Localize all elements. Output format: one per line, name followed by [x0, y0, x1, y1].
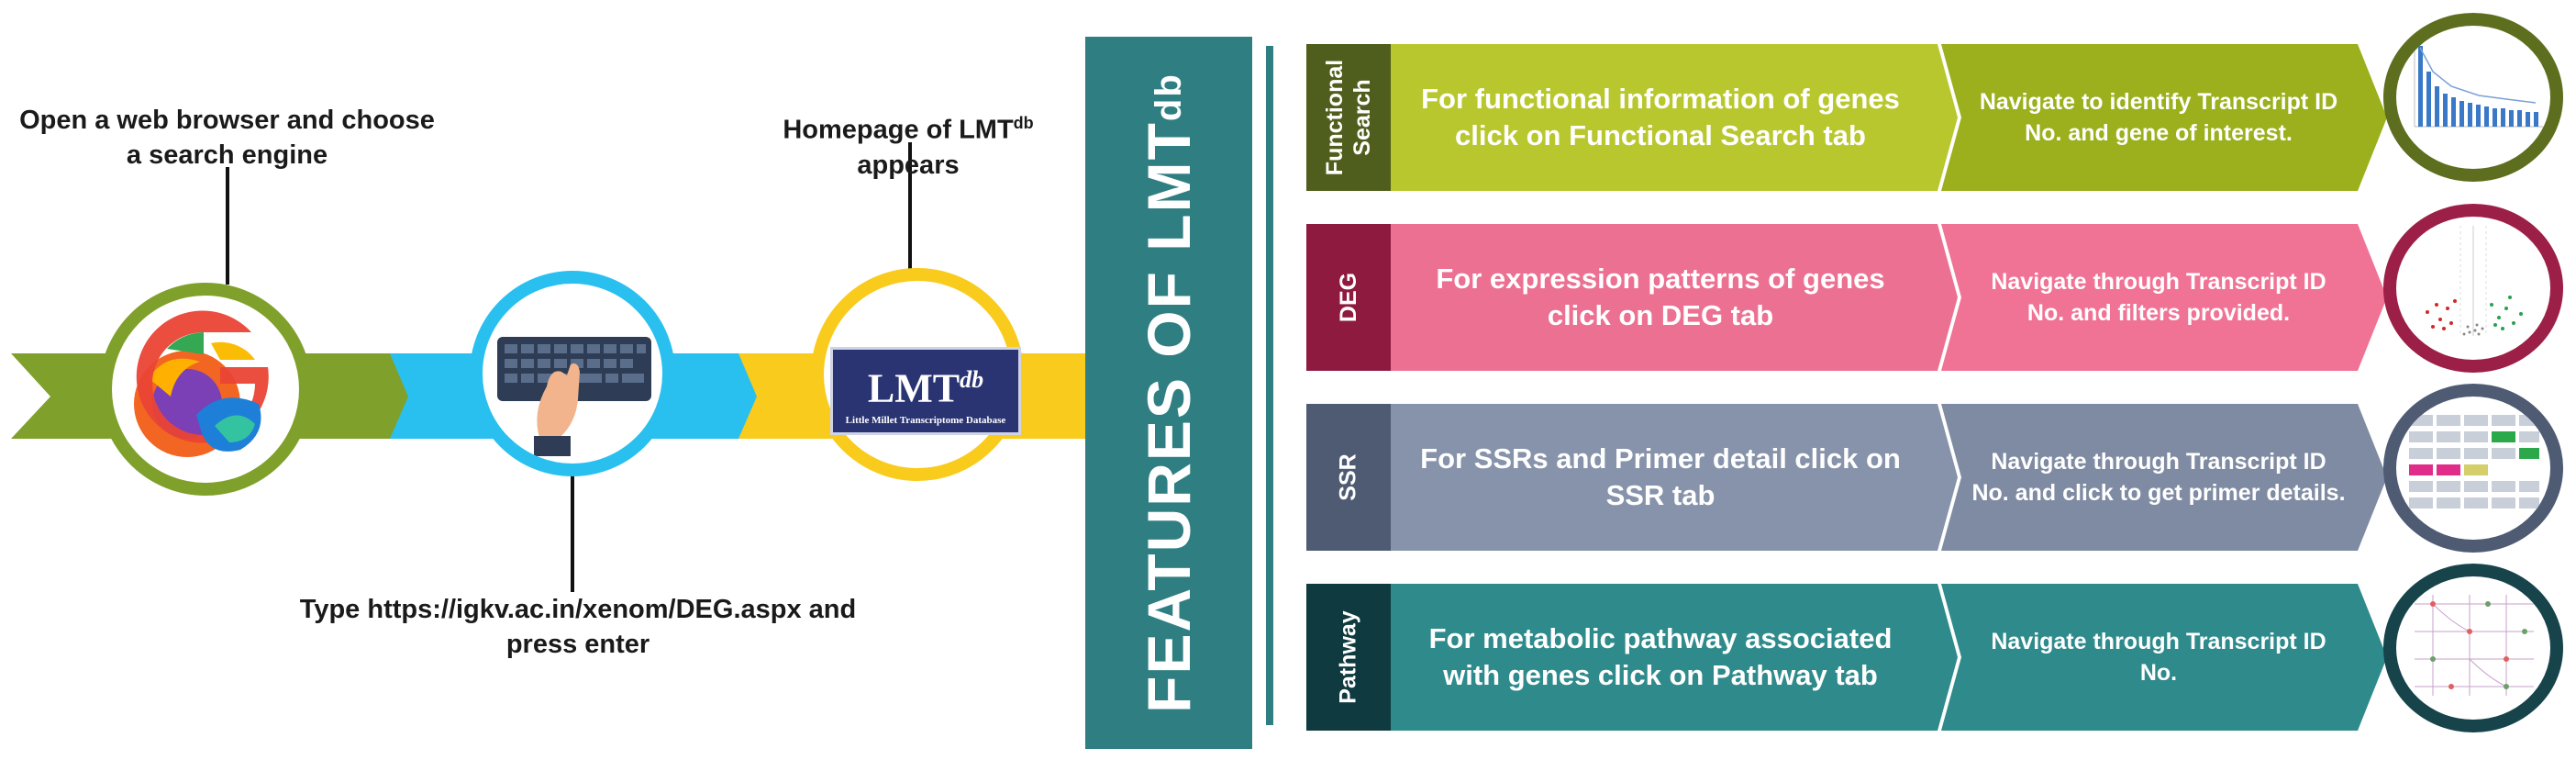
keyboard-typing-icon	[497, 337, 651, 456]
type-connector-line	[571, 473, 574, 592]
feature-rows	[1306, 44, 2387, 731]
homepage-connector-line	[908, 142, 912, 271]
tab-ssr: SSR	[1336, 453, 1361, 501]
type-step-caption: Type https://igkv.ac.in/xenom/DEG.aspx a…	[299, 595, 857, 659]
deg-thumbnail	[2383, 204, 2563, 373]
features-banner	[1085, 37, 1252, 749]
functional-search-nav: Navigate to identify Transcript ID No. a…	[1979, 89, 2338, 146]
functional-search-nav-bg	[1941, 44, 2387, 191]
ssr-thumbnail	[2383, 384, 2563, 553]
tab-deg-bg	[1306, 224, 1391, 371]
ssr-label: For SSRs and Primer detail click on SSR …	[1420, 442, 1901, 511]
functional-search-thumbnail	[2383, 13, 2563, 182]
volcano-plot-thumbnail-icon	[2426, 226, 2523, 336]
ssr-table-thumbnail-icon	[2409, 415, 2539, 509]
ssr-nav: Navigate through Transcript ID No. and c…	[1971, 449, 2346, 506]
bar-chart-thumbnail-icon	[2414, 42, 2543, 128]
pathway-nav-bg	[1941, 584, 2387, 731]
type-step-circle	[470, 271, 675, 476]
browser-step-caption: Open a web browser and choose a search e…	[19, 106, 435, 170]
banner-divider-line	[1266, 46, 1273, 725]
ssr-nav-bg	[1941, 404, 2387, 551]
lmt-logo: LMTdb Little Millet Transcriptome Databa…	[830, 347, 1021, 435]
tab-functional-search: Functional Search	[1322, 59, 1376, 176]
deg-label: For expression patterns of genes click o…	[1436, 263, 1885, 331]
deg-nav-bg	[1941, 224, 2387, 371]
functional-search-label-bg	[1391, 44, 1958, 191]
tab-pathway-bg	[1306, 584, 1391, 731]
tab-ssr-bg	[1306, 404, 1391, 551]
browser-logos-icon	[134, 310, 269, 457]
lmt-logo-subtitle: Little Millet Transcriptome Database	[845, 414, 1006, 426]
pathway-label: For metabolic pathway associated with ge…	[1428, 622, 1893, 691]
deg-label-bg	[1391, 224, 1958, 371]
ssr-label-bg	[1391, 404, 1958, 551]
functional-search-label: For functional information of genes clic…	[1421, 83, 1900, 151]
pathway-map-thumbnail-icon	[2415, 595, 2534, 696]
tab-functional-search-bg	[1306, 44, 1391, 191]
pathway-nav: Navigate through Transcript ID No.	[1991, 629, 2326, 686]
deg-nav: Navigate through Transcript ID No. and f…	[1991, 269, 2326, 326]
pathway-label-bg	[1391, 584, 1958, 731]
lmt-logo-text: LMT	[867, 365, 960, 411]
homepage-step-caption: Homepage of LMTdb appears	[783, 114, 1034, 180]
tab-pathway: Pathway	[1336, 610, 1361, 704]
tab-deg: DEG	[1336, 272, 1361, 323]
browser-step-circle	[99, 283, 312, 496]
lmt-logo-sup: db	[960, 366, 984, 393]
browser-connector-line	[226, 167, 229, 285]
pathway-thumbnail	[2383, 564, 2563, 732]
